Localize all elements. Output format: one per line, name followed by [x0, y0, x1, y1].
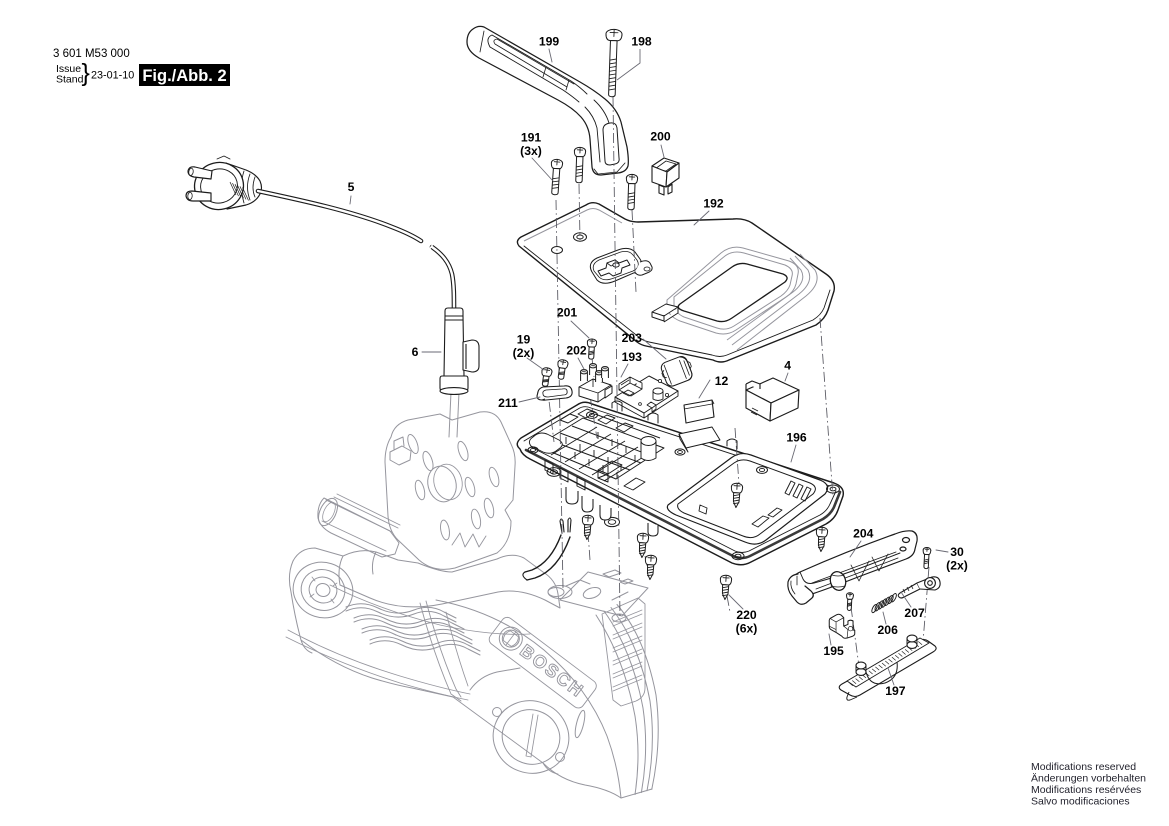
svg-text:191: 191	[521, 131, 542, 145]
svg-text:Modifications resérvées: Modifications resérvées	[1031, 784, 1141, 796]
svg-text:203: 203	[622, 331, 643, 345]
svg-text:211: 211	[498, 396, 518, 410]
svg-text:192: 192	[703, 197, 724, 211]
svg-text:Issue: Issue	[56, 63, 81, 75]
svg-text:Änderungen vorbehalten: Änderungen vorbehalten	[1031, 773, 1146, 785]
svg-text:202: 202	[566, 344, 587, 358]
svg-text:204: 204	[853, 527, 874, 541]
svg-text:12: 12	[715, 374, 729, 388]
svg-text:30: 30	[950, 545, 964, 559]
svg-text:(2x): (2x)	[513, 346, 535, 360]
svg-text:3 601 M53 000: 3 601 M53 000	[53, 48, 130, 60]
svg-text:Fig./Abb. 2: Fig./Abb. 2	[142, 67, 226, 85]
svg-text:200: 200	[650, 130, 671, 144]
svg-text:5: 5	[348, 180, 355, 194]
svg-text:23-01-10: 23-01-10	[91, 70, 134, 82]
svg-text:(2x): (2x)	[946, 559, 968, 573]
svg-text:207: 207	[904, 606, 925, 620]
svg-text:197: 197	[885, 684, 906, 698]
svg-text:196: 196	[786, 431, 807, 445]
svg-text:201: 201	[557, 306, 578, 320]
svg-text:Modifications reserved: Modifications reserved	[1031, 761, 1136, 773]
svg-text:4: 4	[784, 359, 791, 373]
svg-text:195: 195	[823, 644, 844, 658]
svg-text:220: 220	[736, 608, 757, 622]
svg-text:}: }	[82, 59, 90, 87]
svg-text:6: 6	[412, 345, 419, 359]
svg-text:(3x): (3x)	[520, 144, 542, 158]
svg-text:193: 193	[622, 350, 643, 364]
svg-text:(6x): (6x)	[736, 622, 758, 636]
svg-text:Stand: Stand	[56, 74, 84, 86]
svg-text:198: 198	[631, 35, 652, 49]
svg-text:19: 19	[517, 333, 531, 347]
svg-text:Salvo modificaciones: Salvo modificaciones	[1031, 796, 1130, 808]
svg-text:199: 199	[539, 35, 560, 49]
svg-text:206: 206	[878, 623, 899, 637]
